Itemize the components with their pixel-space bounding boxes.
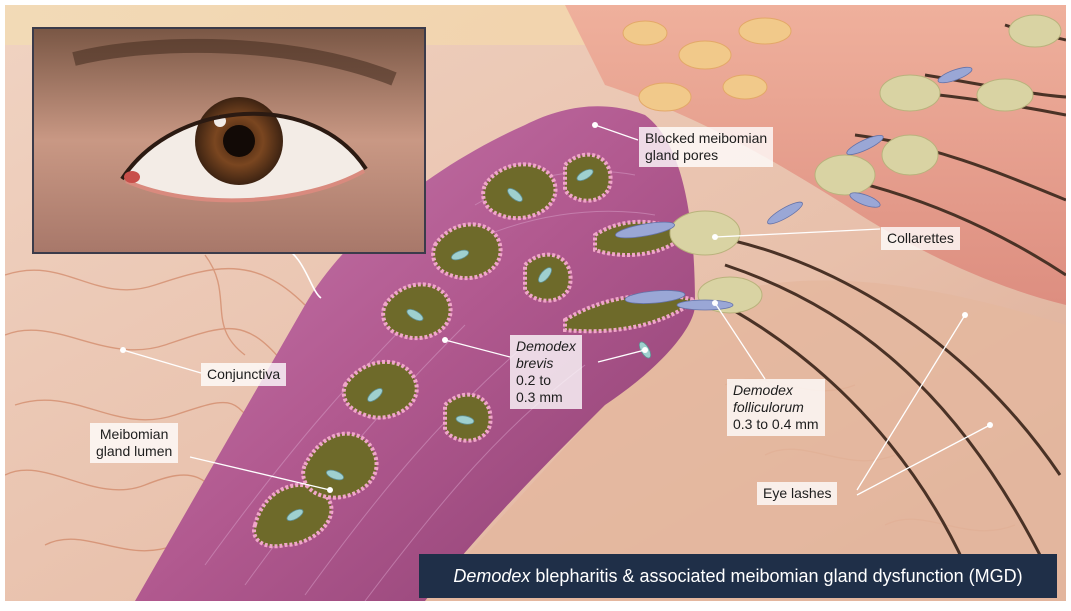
label-meibomian-lumen: Meibomian gland lumen [90,423,178,463]
label-blocked-pores: Blocked meibomian gland pores [639,127,773,167]
caption-bar: Demodex blepharitis & associated meibomi… [419,554,1057,598]
pupil [223,125,255,157]
eye-illustration [34,29,424,252]
caption-text: blepharitis & associated meibomian gland… [530,566,1022,586]
label-demodex-brevis: Demodex brevis 0.2 to 0.3 mm [510,335,582,409]
label-collarettes: Collarettes [881,227,960,250]
eye-inset [32,27,426,254]
caption-italic: Demodex [453,566,530,586]
label-demodex-folliculorum: Demodex folliculorum 0.3 to 0.4 mm [727,379,825,436]
illustration: Blocked meibomian gland pores Collarette… [5,5,1066,601]
label-eye-lashes: Eye lashes [757,482,837,505]
label-conjunctiva: Conjunctiva [201,363,286,386]
